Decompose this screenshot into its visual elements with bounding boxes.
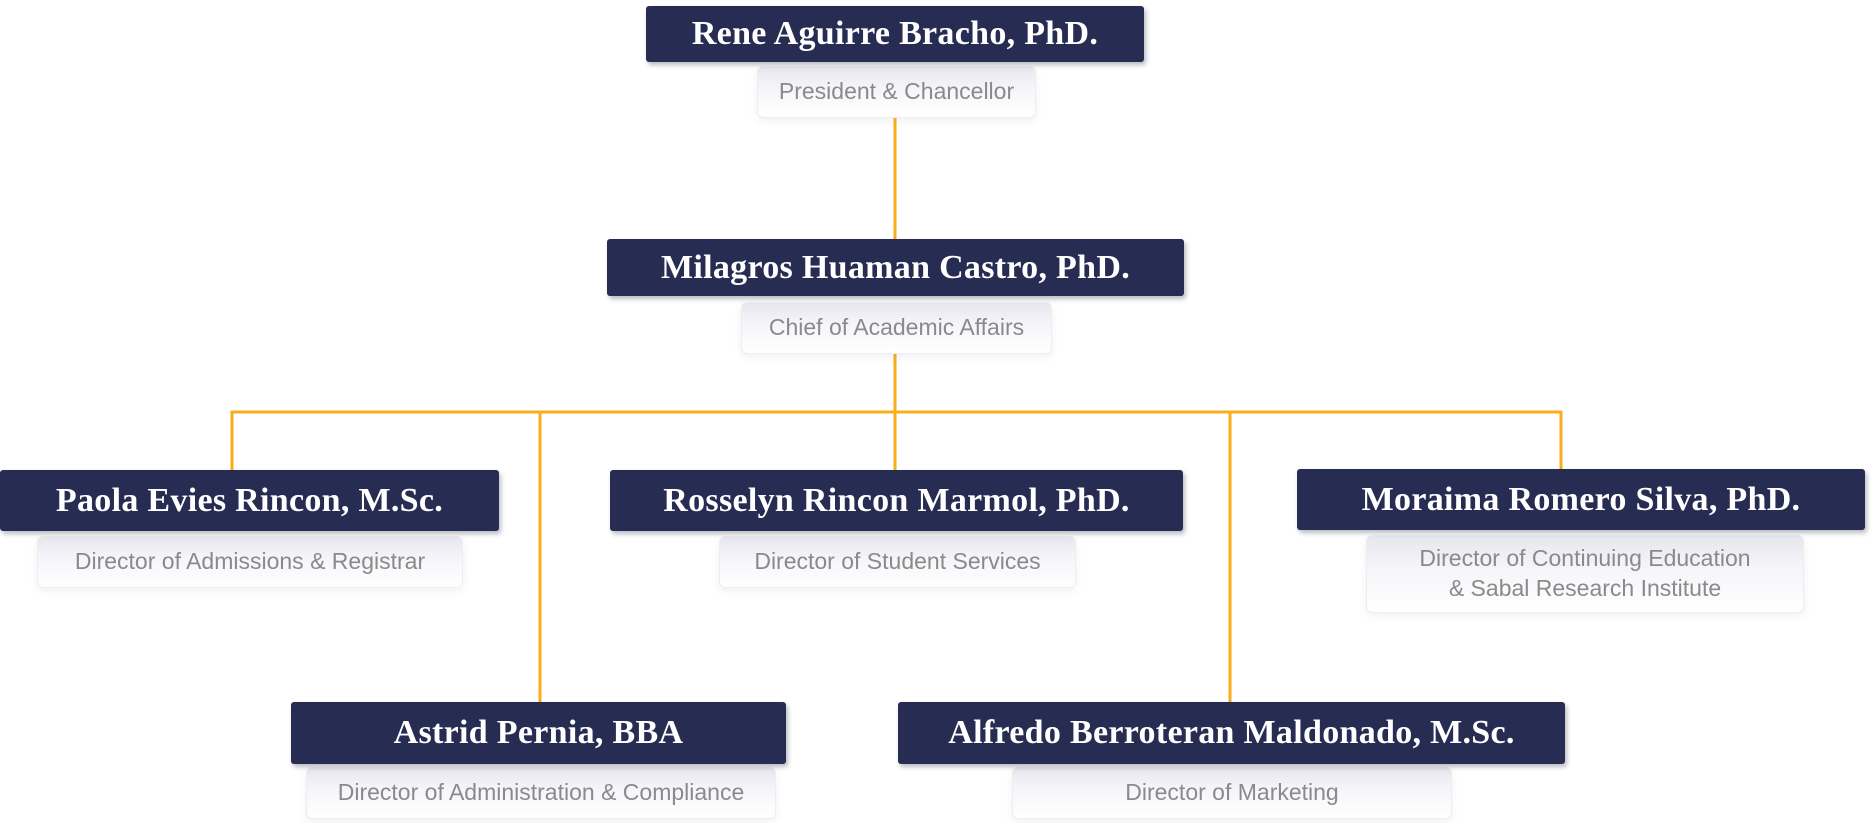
org-node-marketing-role: Director of Marketing (1012, 767, 1452, 819)
org-node-student-services-role: Director of Student Services (719, 536, 1076, 588)
org-node-continuing-education-name: Moraima Romero Silva, PhD. (1297, 469, 1865, 530)
org-node-academic-affairs-name: Milagros Huaman Castro, PhD. (607, 239, 1184, 296)
org-node-admissions-registrar-name: Paola Evies Rincon, M.Sc. (0, 470, 499, 531)
org-node-president-role: President & Chancellor (757, 66, 1036, 118)
org-node-administration-compliance-name: Astrid Pernia, BBA (291, 702, 786, 764)
org-node-student-services-name: Rosselyn Rincon Marmol, PhD. (610, 470, 1183, 531)
org-node-academic-affairs-role: Chief of Academic Affairs (741, 302, 1052, 354)
org-node-marketing-name: Alfredo Berroteran Maldonado, M.Sc. (898, 702, 1565, 764)
org-node-president-name: Rene Aguirre Bracho, PhD. (646, 6, 1144, 62)
org-node-admissions-registrar-role: Director of Admissions & Registrar (37, 536, 463, 588)
org-node-administration-compliance-role: Director of Administration & Compliance (306, 767, 776, 819)
org-node-continuing-education-role: Director of Continuing Education & Sabal… (1366, 535, 1804, 613)
connector-bus (230, 410, 1563, 470)
